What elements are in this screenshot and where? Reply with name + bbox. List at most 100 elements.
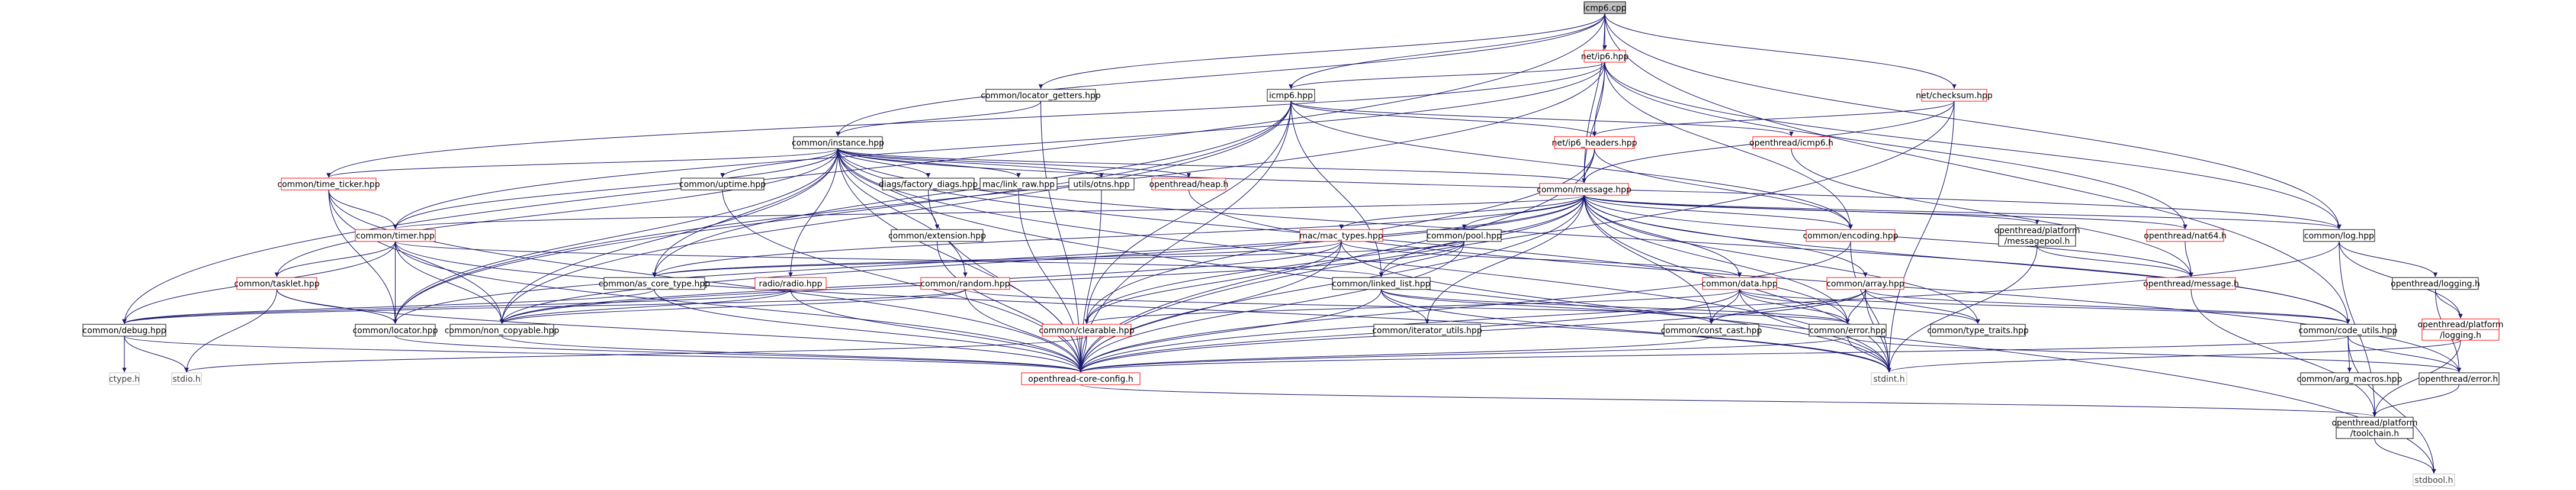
node-toolchain-l2[interactable]: /toolchain.h [2336,427,2414,439]
node-clearable[interactable]: common/clearable.hpp [1039,324,1135,337]
node-pool-hpp[interactable]: common/pool.hpp [1427,229,1502,242]
edge-code_utils-to-core_config [1078,336,2349,373]
edge-time_ticker-to-non_copyable [328,189,505,324]
edge-data_hpp-to-code_utils [1739,289,2350,324]
node-instance-hpp[interactable]: common/instance.hpp [792,136,884,149]
edge-icmp6_hpp-to-core_config [1078,101,1292,373]
node-locator-hpp[interactable]: common/locator.hpp [352,324,438,337]
edge-encoding_hpp-to-core_config [1078,241,1851,373]
edges-layer [122,13,2463,474]
node-mac-types[interactable]: mac/mac_types.hpp [1299,229,1383,242]
edge-message_hpp-to-const_cast [1583,195,1714,324]
node-label: common/type_traits.hpp [1927,326,2029,336]
edge-message_hpp-to-timer_hpp [393,195,1585,230]
node-factory-diags[interactable]: diags/factory_diags.hpp [879,178,978,191]
node-ot-message[interactable]: openthread/message.h [2143,277,2239,290]
node-log-hpp[interactable]: common/log.hpp [2303,229,2375,242]
node-label: common/pool.hpp [1427,231,1502,241]
edge-net_checksum-to-core_config [1078,101,1955,373]
node-net-ip6-hpp[interactable]: net/ip6.hpp [1581,50,1629,63]
edge-icmp6_hpp-to-ip6_headers [1290,101,1597,137]
node-box [754,277,827,290]
edge-instance_hpp-to-message_hpp [837,148,1586,183]
edge-net_checksum-to-stdint_h [1887,101,1955,373]
node-icmp6-cpp[interactable]: icmp6.cpp [1583,1,1627,14]
node-ctype-h[interactable]: ctype.h [109,372,140,385]
node-linked-list[interactable]: common/linked_list.hpp [1332,277,1431,290]
node-stdio-h[interactable]: stdio.h [171,372,202,385]
edge-code_utils-to-stdbool_h [2347,336,2436,474]
node-timer-hpp[interactable]: common/timer.hpp [355,229,436,242]
node-encoding-hpp[interactable]: common/encoding.hpp [1803,229,1899,242]
node-ip6-headers[interactable]: net/ip6_headers.hpp [1552,136,1637,149]
node-label: icmp6.hpp [1269,91,1313,101]
edge-instance_hpp-to-link_raw [837,148,1021,178]
node-core-config[interactable]: openthread-core-config.h [1021,372,1141,385]
node-non-copyable[interactable]: common/non_copyable.hpp [445,324,560,337]
node-code-utils[interactable]: common/code_utils.hpp [2299,324,2398,337]
node-msgpool-l1[interactable]: openthread/platform [1994,224,2080,236]
edge-instance_hpp-to-as_core_type [652,148,839,278]
node-icmp6-hpp[interactable]: icmp6.hpp [1267,89,1315,102]
node-box [1021,372,1141,385]
node-box [1583,1,1626,14]
node-ot-logging[interactable]: openthread/logging.h [2391,277,2480,290]
node-debug-hpp[interactable]: common/debug.hpp [82,324,166,337]
node-tasklet-hpp[interactable]: common/tasklet.hpp [234,277,320,290]
edge-instance_hpp-to-radio_hpp [788,148,839,278]
node-box [1299,229,1383,242]
node-error-hpp[interactable]: common/error.hpp [1809,324,1887,337]
node-iterator-utils[interactable]: common/iterator_utils.hpp [1372,324,1482,337]
node-ot-nat64[interactable]: openthread/nat64.h [2144,229,2227,242]
edge-icmp6_hpp-to-non_copyable [499,101,1292,324]
node-label: /messagepool.h [2005,237,2070,246]
node-label: openthread/nat64.h [2144,231,2227,241]
edge-toolchain_l2-to-stdbool_h [2374,438,2436,474]
edge-pool_hpp-to-linked_list [1379,241,1465,278]
node-array-hpp[interactable]: common/array.hpp [1826,277,1904,290]
node-box [979,178,1058,191]
node-uptime[interactable]: common/uptime.hpp [679,178,766,191]
edge-debug_hpp-to-core_config [124,336,1083,373]
node-label: openthread/logging.h [2391,279,2480,289]
node-extension-hpp[interactable]: common/extension.hpp [888,229,986,242]
node-label: common/as_core_type.hpp [599,279,710,289]
node-type-traits[interactable]: common/type_traits.hpp [1927,324,2029,337]
node-ot-error[interactable]: openthread/error.h [2418,372,2500,385]
node-net-checksum[interactable]: net/checksum.hpp [1916,89,1993,102]
node-ot-heap[interactable]: openthread/heap.h [1149,178,1229,191]
node-stdint-h[interactable]: stdint.h [1871,372,1907,385]
edge-icmp6_cpp-to-message_hpp [1582,13,1605,183]
node-box [2413,473,2455,486]
node-as-core-type[interactable]: common/as_core_type.hpp [599,277,710,290]
edge-net_ip6_hpp-to-message_hpp [1582,62,1605,183]
node-random-hpp[interactable]: common/random.hpp [920,277,1010,290]
node-link-raw[interactable]: mac/link_raw.hpp [979,178,1058,191]
edge-msgpool_l2-to-stdint_h [1887,246,2038,373]
edge-net_ip6_hpp-to-log_hpp [1604,62,2341,230]
node-locator-getters[interactable]: common/locator_getters.hpp [981,89,1101,102]
node-radio-hpp[interactable]: radio/radio.hpp [754,277,827,290]
node-box [2300,324,2396,337]
node-arg-macros[interactable]: common/arg_macros.hpp [2297,372,2402,385]
edge-array_hpp-to-type_traits [1865,289,1980,324]
node-ot-icmp6[interactable]: openthread/icmp6.h [1749,136,1833,149]
node-toolchain-l1[interactable]: openthread/platform [2331,417,2418,428]
node-plat-logging-l1[interactable]: openthread/platform [2417,318,2504,330]
node-message-hpp[interactable]: common/message.hpp [1537,183,1631,196]
node-msgpool-l2[interactable]: /messagepool.h [1998,235,2076,247]
edge-net_ip6_hpp-to-encoding_hpp [1604,62,1853,230]
node-utils-otns[interactable]: utils/otns.hpp [1068,178,1135,191]
edge-plat_logging_l2-to-toolchain_l1 [2372,340,2461,417]
edge-linked_list-to-const_cast [1380,289,1714,324]
node-stdbool-h[interactable]: stdbool.h [2413,473,2455,486]
node-const-cast[interactable]: common/const_cast.hpp [1661,324,1762,337]
edge-message_hpp-to-log_hpp [1583,195,2341,230]
edge-ip6_headers-to-message_hpp [1582,148,1595,183]
node-time-ticker[interactable]: common/time_ticker.hpp [277,178,380,191]
node-data-hpp[interactable]: common/data.hpp [1701,277,1778,290]
edge-ot_logging-to-plat_logging_l1 [2434,289,2463,319]
node-plat-logging-l2[interactable]: /logging.h [2421,329,2500,341]
node-label: openthread/heap.h [1149,180,1229,189]
edge-random_hpp-to-non_copyable [499,289,966,324]
